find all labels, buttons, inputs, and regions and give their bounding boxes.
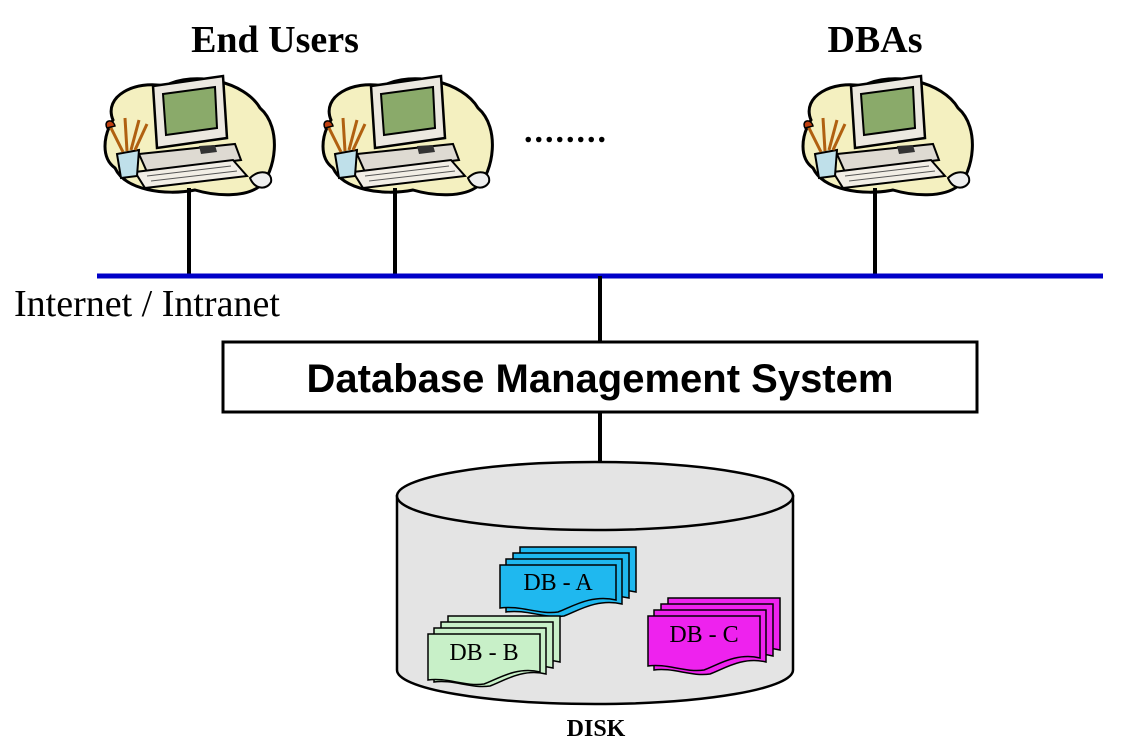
dbas-title: DBAs [827,19,922,61]
end-user-computer-1-icon [103,74,276,197]
dbms-box [221,340,979,414]
network-label: Internet / Intranet [14,283,280,325]
db-a-document-stack: DB - A [499,546,637,618]
db-c-label: DB - C [669,622,738,648]
db-b-document-stack: DB - B [427,615,561,688]
db-c-document-stack: DB - C [647,597,781,676]
db-a-label: DB - A [523,570,593,596]
disk-label: DISK [567,716,626,742]
end-users-title: End Users [191,19,359,61]
more-users-ellipsis: ........ [524,113,608,150]
db-b-label: DB - B [449,640,518,666]
dbms-label: Database Management System [307,357,894,401]
end-user-computer-2-icon [321,74,494,197]
dba-computer-icon [801,74,974,197]
